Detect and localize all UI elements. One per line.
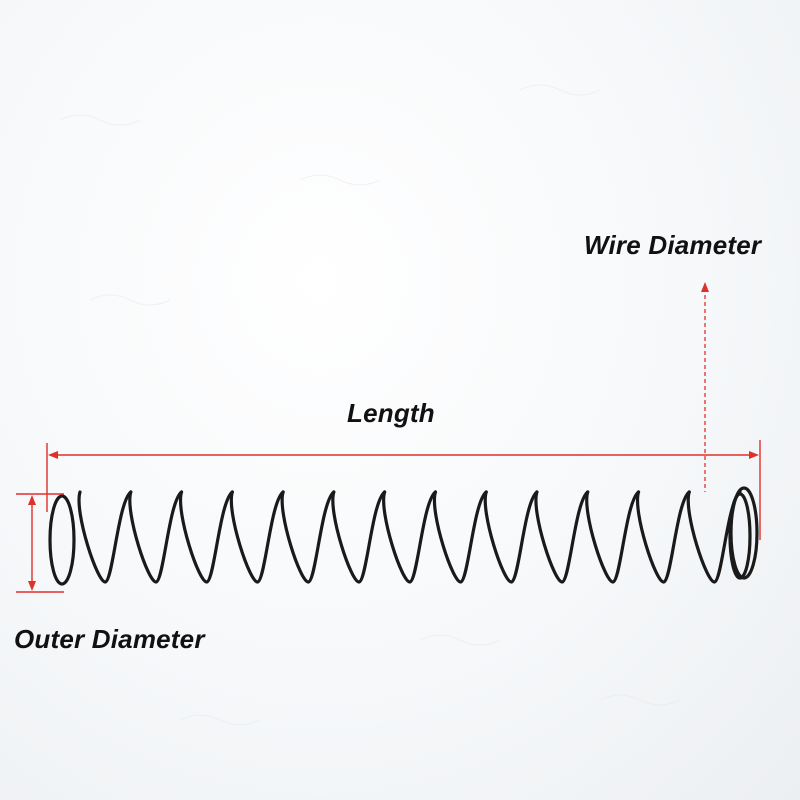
length-right-arrow — [749, 451, 759, 459]
outer-diameter-label: Outer Diameter — [14, 624, 205, 654]
length-left-arrow — [48, 451, 58, 459]
spring-coil — [534, 490, 590, 584]
outer-top-arrow — [28, 495, 36, 505]
spring-coil — [331, 490, 387, 584]
spring-coil — [128, 490, 184, 584]
wire-leader-arrow — [701, 282, 709, 292]
spring-coil — [77, 490, 133, 584]
spring-coil — [585, 490, 641, 584]
wire-diameter-label: Wire Diameter — [584, 230, 762, 260]
length-label: Length — [347, 398, 435, 428]
length-dimension — [46, 440, 761, 540]
spring-end-coil-left — [48, 494, 76, 586]
outer-bottom-arrow — [28, 581, 36, 591]
spring-end-coil-right-inner — [728, 492, 752, 580]
spring-coil — [280, 490, 336, 584]
spring-coil — [483, 490, 539, 584]
spring — [48, 486, 759, 586]
spring-coil — [178, 490, 234, 584]
spring-coil — [635, 490, 691, 584]
spring-coil — [382, 490, 437, 584]
wire-diameter-leader — [701, 282, 709, 492]
spring-coil — [229, 490, 285, 584]
outer-diameter-dimension — [16, 493, 64, 593]
spring-coil — [432, 490, 488, 584]
